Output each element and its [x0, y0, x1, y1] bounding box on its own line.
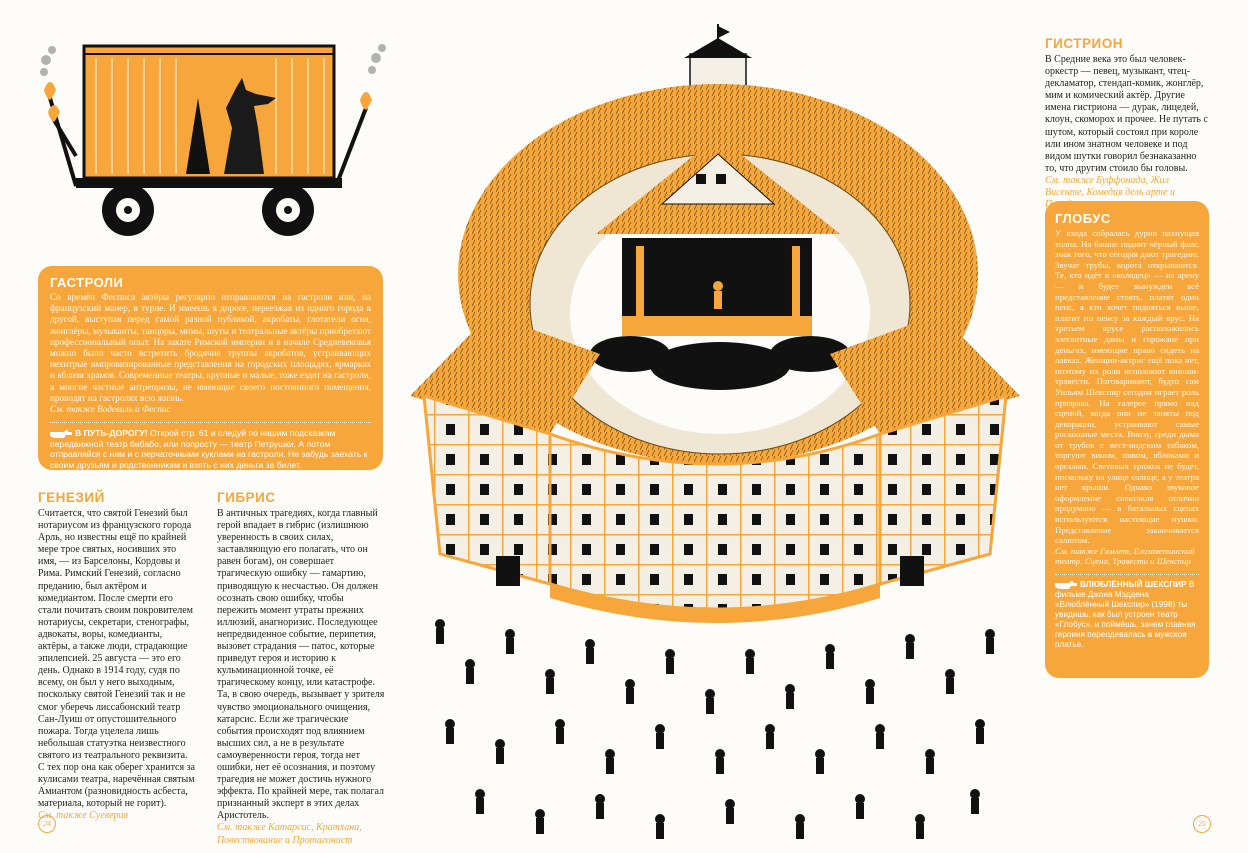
torch-right	[334, 92, 372, 187]
globus-divider	[1055, 574, 1199, 575]
gastroli-see-also: См. также Водевиль и Феспис	[50, 404, 171, 415]
genezii-see-also: См. также Суеверия	[38, 810, 129, 822]
gibris-body: В античных трагедиях, когда главный геро…	[217, 508, 385, 822]
page-number-right: 25	[1193, 815, 1211, 833]
globus-note-head: ВЛЮБЛЁННЫЙ ШЕКСПИР	[1080, 580, 1187, 589]
torch-left	[44, 82, 78, 187]
globe-theatre-illustration	[410, 24, 1020, 839]
gastroli-box: ГАСТРОЛИ Со времён Фесписа актёры регуля…	[38, 266, 383, 470]
globus-note: ВЛЮБЛЁННЫЙ ШЕКСПИР В фильме Джона Мэдден…	[1055, 580, 1199, 650]
gastroli-note-head: В ПУТЬ-ДОРОГУ!	[75, 428, 148, 439]
gastroli-body: Со времён Фесписа актёры регулярно отпра…	[50, 292, 371, 403]
globus-note-text: В фильме Джона Мэддена «Влюблённый Шексп…	[1055, 580, 1196, 649]
genezii-body: Считается, что святой Генезий был нотари…	[38, 508, 195, 810]
globus-title: ГЛОБУС	[1055, 211, 1111, 226]
gibris-article: ГИБРИС В античных трагедиях, когда главн…	[217, 490, 385, 847]
gistrion-article: ГИСТРИОН В Средние века это был человек-…	[1045, 36, 1209, 211]
gibris-title: ГИБРИС	[217, 490, 276, 505]
gibris-see-also: См. также Катарсис, Кратхана, Повествова…	[217, 822, 362, 846]
crowd-figures	[435, 619, 995, 839]
globus-see-also: См. также Гамлет, Елизаветинский театр, …	[1055, 545, 1195, 567]
wolf-actor-figure	[224, 78, 276, 174]
gistrion-title: ГИСТРИОН	[1045, 36, 1123, 51]
genezii-title: ГЕНЕЗИЙ	[38, 490, 105, 505]
gastroli-divider	[50, 422, 371, 424]
pointing-hand-icon	[1055, 580, 1077, 589]
page-number-left: 24	[38, 815, 56, 833]
genezii-article: ГЕНЕЗИЙ Считается, что святой Генезий бы…	[38, 490, 196, 822]
globus-body: У входа собралась дурно пахнущая толпа. …	[1055, 228, 1199, 546]
gistrion-body: В Средние века это был человек-оркестр —…	[1045, 54, 1208, 174]
touring-wagon-illustration	[40, 44, 386, 236]
torch-smoke	[40, 44, 386, 76]
gastroli-note: В ПУТЬ-ДОРОГУ! Открой стр. 61 и следуй п…	[50, 428, 371, 470]
pointing-hand-icon	[50, 429, 72, 438]
wagon-wheel-right	[262, 184, 314, 236]
wagon-wheel-left	[102, 184, 154, 236]
globus-box: ГЛОБУС У входа собралась дурно пахнущая …	[1045, 201, 1209, 678]
gastroli-note-text: Открой стр. 61 и следуй по нашим подсказ…	[50, 428, 368, 471]
gastroli-title: ГАСТРОЛИ	[50, 275, 124, 290]
